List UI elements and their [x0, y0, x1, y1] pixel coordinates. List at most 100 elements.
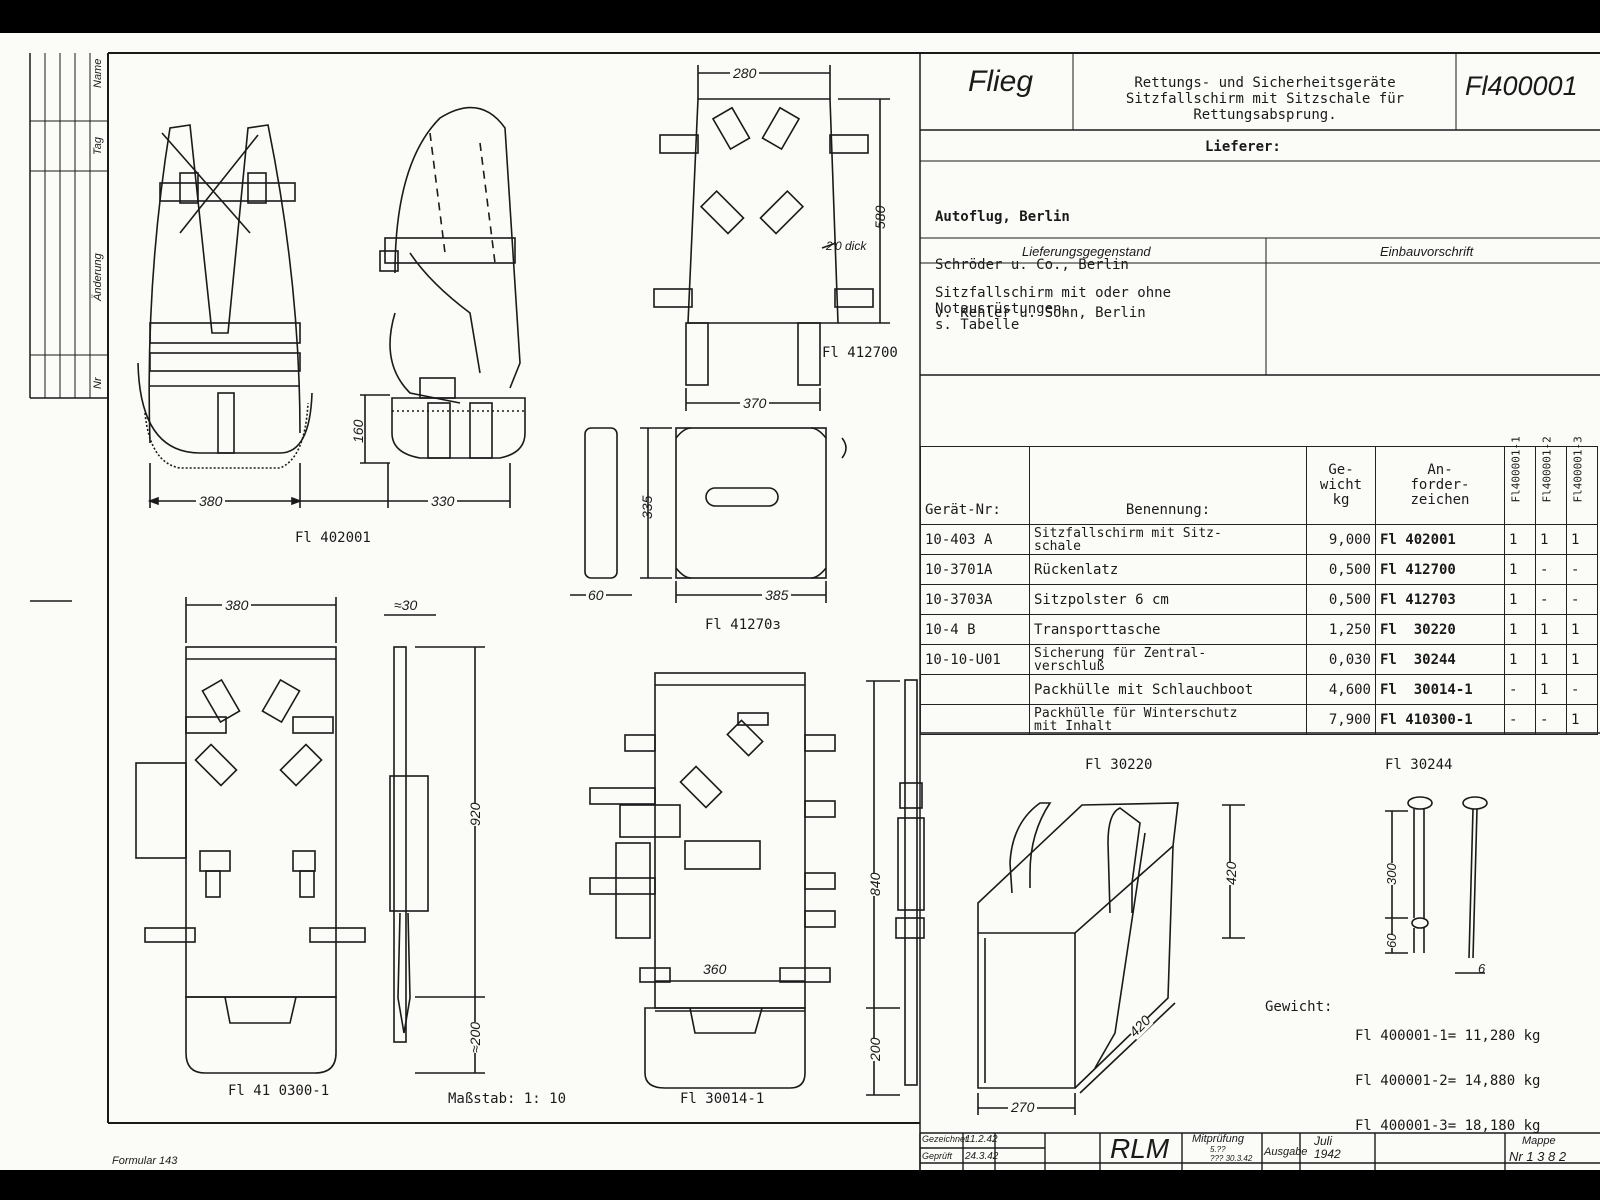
revision-number-header: Nr	[92, 377, 104, 389]
weight-list: Fl 400001-1= 11,280 kg Fl 400001-2= 14,8…	[1355, 999, 1540, 1164]
label-fl-412700: Fl 412700	[822, 345, 898, 361]
row-name: Transporttasche	[1029, 614, 1307, 645]
row-weight: 4,600	[1306, 674, 1376, 705]
dim-335: 335	[639, 495, 655, 519]
row-variant-1: 1	[1504, 524, 1536, 555]
row-device-no	[920, 704, 1030, 735]
row-variant-3: 1	[1566, 614, 1598, 645]
row-device-no: 10-403 A	[920, 524, 1030, 555]
row-code: Fl 30244	[1375, 644, 1505, 675]
table-row: 10-403 A Sitzfallschirm mit Sitz- schale…	[920, 524, 1598, 555]
drawn-label: Gezeichnet	[922, 1134, 968, 1144]
brand-title: Flieg	[968, 65, 1034, 98]
row-variant-2: 1	[1535, 524, 1567, 555]
label-fl-30014-1: Fl 30014-1	[680, 1091, 765, 1107]
dim-840: 840	[867, 872, 883, 896]
row-code: Fl 402001	[1375, 524, 1505, 555]
row-variant-2: -	[1535, 584, 1567, 615]
parts-table-header: Gerät-Nr: Benennung: Ge- wicht kg An- fo…	[920, 436, 1598, 525]
row-device-no: 10-3703A	[920, 584, 1030, 615]
checked-date: 24.3.42	[965, 1151, 999, 1162]
harness-side-drawing	[300, 106, 526, 508]
row-weight: 0,030	[1306, 644, 1376, 675]
row-variant-1: -	[1504, 674, 1536, 705]
row-device-no	[920, 674, 1030, 705]
label-fl-410300-1: Fl 41 0300-1	[228, 1083, 330, 1099]
checked-label: Geprüft	[922, 1151, 953, 1161]
seat-cushion-drawing	[570, 427, 847, 603]
row-device-no: 10-4 B	[920, 614, 1030, 645]
header-device-no: Gerät-Nr:	[920, 446, 1030, 525]
supplier-heading: Lieferer:	[1205, 139, 1281, 155]
row-name: Packhülle für Winterschutz mit Inhalt	[1029, 704, 1307, 735]
row-device-no: 10-10-U01	[920, 644, 1030, 675]
row-code: Fl 30014-1	[1375, 674, 1505, 705]
row-variant-3: -	[1566, 674, 1598, 705]
winter-pack-drawing	[135, 597, 485, 1074]
folder-number: Nr 1 3 8 2	[1509, 1149, 1567, 1164]
row-code: Fl 410300-1	[1375, 704, 1505, 735]
dim-380-pack: 380	[222, 597, 252, 613]
row-code: Fl 30220	[1375, 614, 1505, 645]
dim-360: 360	[700, 961, 730, 977]
dim-thickness: 2'0 dick	[826, 239, 867, 253]
row-variant-3: -	[1566, 584, 1598, 615]
rlm-stamp: RLM	[1110, 1133, 1170, 1164]
harness-front-drawing	[137, 124, 313, 508]
dim-200-pack: ≈200	[467, 1021, 483, 1053]
dim-420-height: 420	[1223, 861, 1239, 885]
supplier-list: Autoflug, Berlin Schröder u. Co., Berlin…	[935, 177, 1146, 353]
dim-60: 60	[586, 587, 606, 603]
row-name: Sitzpolster 6 cm	[1029, 584, 1307, 615]
row-weight: 7,900	[1306, 704, 1376, 735]
drawn-date: 11.2.42	[965, 1134, 998, 1145]
weight-line: Fl 400001-1= 11,280 kg	[1355, 1028, 1541, 1044]
row-name: Packhülle mit Schlauchboot	[1029, 674, 1307, 705]
header-variant-2: Fl400001-2	[1535, 436, 1567, 525]
scale-label: Maßstab: 1: 10	[448, 1091, 567, 1107]
dim-270: 270	[1008, 1099, 1038, 1115]
weight-line: Fl 400001-2= 14,880 kg	[1355, 1073, 1541, 1089]
subject-title: Rettungs- und Sicherheitsgeräte Sitzfall…	[1125, 75, 1405, 123]
row-device-no: 10-3701A	[920, 554, 1030, 585]
row-name: Rückenlatz	[1029, 554, 1307, 585]
supplier-company: v. Kehler u. Sohn, Berlin	[935, 305, 1146, 321]
dim-300: 300	[1384, 863, 1399, 885]
installation-spec-header: Einbauvorschrift	[1380, 244, 1474, 259]
header-requisition: An- forder- zeichen	[1375, 446, 1505, 525]
revision-change-header: Änderung	[92, 253, 104, 301]
row-variant-2: 1	[1535, 644, 1567, 675]
row-variant-1: 1	[1504, 614, 1536, 645]
drawing-number: Fl400001	[1465, 71, 1578, 101]
dim-6: 6	[1478, 961, 1486, 976]
parts-table: Gerät-Nr: Benennung: Ge- wicht kg An- fo…	[920, 436, 1598, 735]
weight-line: Fl 400001-3= 18,180 kg	[1355, 1118, 1541, 1134]
supplier-company: Schröder u. Co., Berlin	[935, 257, 1129, 273]
row-variant-2: 1	[1535, 674, 1567, 705]
delivery-item-header: Lieferungsgegenstand	[1022, 244, 1151, 259]
row-weight: 1,250	[1306, 614, 1376, 645]
table-row: Packhülle mit Schlauchboot 4,600 Fl 3001…	[920, 674, 1598, 705]
table-row: 10-4 B Transporttasche 1,250 Fl 30220 1 …	[920, 614, 1598, 645]
header-variant-1: Fl400001-1	[1504, 436, 1536, 525]
row-code: Fl 412703	[1375, 584, 1505, 615]
dim-380-top: 380	[196, 493, 226, 509]
dim-385: 385	[762, 587, 792, 603]
dim-30: ≈30	[394, 597, 418, 613]
row-variant-2: -	[1535, 704, 1567, 735]
header-variant-3: Fl400001-3	[1566, 436, 1598, 525]
weight-label: Gewicht:	[1265, 999, 1333, 1015]
dim-330: 330	[428, 493, 458, 509]
safety-pin-drawing	[1385, 796, 1488, 974]
row-variant-3: -	[1566, 554, 1598, 585]
header-weight: Ge- wicht kg	[1306, 446, 1376, 525]
dim-280: 280	[730, 65, 760, 81]
row-variant-2: 1	[1535, 614, 1567, 645]
footer-lines	[919, 1132, 1600, 1170]
dim-60-pin: 60	[1384, 933, 1399, 948]
dim-200-boat: 200	[867, 1037, 883, 1061]
back-pad-drawing	[653, 65, 890, 411]
dim-160: 160	[350, 419, 366, 443]
dim-370: 370	[740, 395, 770, 411]
revision-date-header: Tag	[92, 137, 104, 155]
